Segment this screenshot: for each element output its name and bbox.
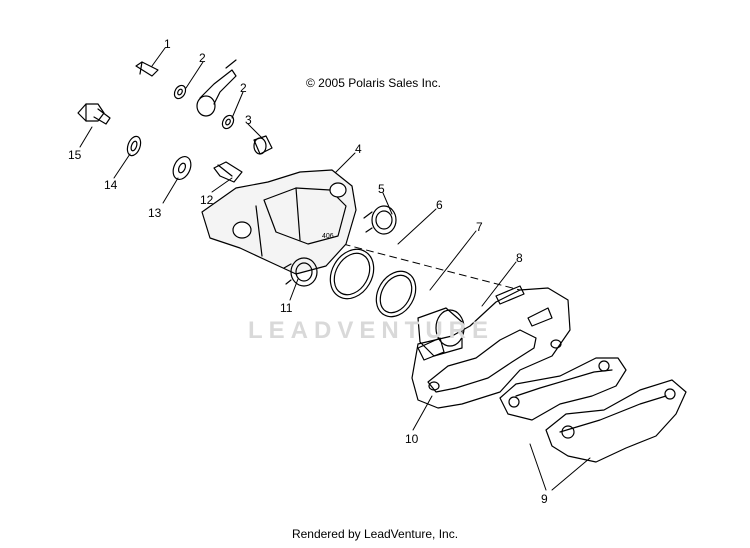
bleeder-screw-12 bbox=[213, 161, 243, 183]
piston-seal-6 bbox=[329, 248, 375, 300]
caliper-body-4 bbox=[201, 169, 357, 275]
crush-washer-2b bbox=[221, 114, 235, 130]
dust-seal-7 bbox=[375, 270, 417, 318]
banjo-bolt-1 bbox=[135, 61, 159, 77]
footer-credit: Rendered by LeadVenture, Inc. bbox=[291, 527, 459, 541]
watermark-text: LEADVENTURE bbox=[248, 317, 495, 344]
callout-15: 15 bbox=[68, 148, 82, 162]
callout-4: 4 bbox=[355, 142, 362, 156]
callout-2a: 2 bbox=[199, 51, 206, 65]
callout-1: 1 bbox=[164, 37, 171, 51]
washer-14 bbox=[126, 135, 142, 157]
washer-13 bbox=[172, 156, 192, 180]
callout-5: 5 bbox=[378, 182, 385, 196]
callout-14: 14 bbox=[104, 178, 118, 192]
mounting-bracket-10 bbox=[411, 285, 571, 409]
callout-3: 3 bbox=[245, 113, 252, 127]
banjo-fitting bbox=[196, 59, 237, 117]
pin-boot-11 bbox=[283, 257, 318, 287]
callout-11: 11 bbox=[280, 301, 293, 315]
bushing-3 bbox=[253, 135, 273, 155]
callout-6: 6 bbox=[436, 198, 443, 212]
bolt-15 bbox=[77, 103, 111, 125]
caliper-stamp: 406 bbox=[322, 233, 334, 240]
callout-7: 7 bbox=[476, 220, 483, 234]
callout-10: 10 bbox=[405, 432, 419, 446]
brake-pad-9b bbox=[545, 379, 687, 463]
leader-lines bbox=[79, 47, 591, 491]
crush-washer-2a bbox=[173, 84, 187, 100]
callout-13: 13 bbox=[148, 206, 162, 220]
callout-8: 8 bbox=[516, 251, 523, 265]
piston-8 bbox=[417, 307, 465, 357]
callout-12: 12 bbox=[200, 193, 214, 207]
pin-boot-5 bbox=[363, 205, 397, 235]
callout-2b: 2 bbox=[240, 81, 247, 95]
copyright-text: © 2005 Polaris Sales Inc. bbox=[306, 76, 441, 90]
callout-9: 9 bbox=[541, 492, 548, 506]
brake-pad-9a bbox=[499, 357, 627, 421]
